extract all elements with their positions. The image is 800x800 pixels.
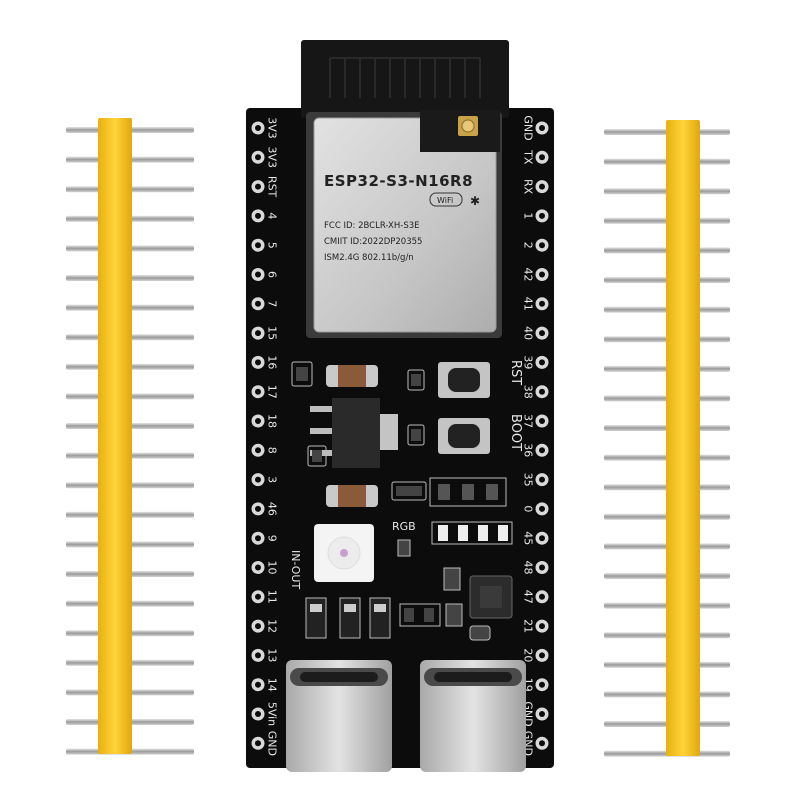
pin-label-right: 35 [522,473,535,487]
wifi-badge: WiFi [437,196,453,205]
pin-label-right: GND [522,115,535,140]
rst-label: RST [508,360,523,385]
pin-label-left: 3V3 [266,117,279,139]
pin-label-right: 1 [522,212,535,219]
pin-label-left: 18 [266,414,279,428]
pin-label-right: 40 [522,326,535,340]
pin-label-right: 0 [522,505,535,512]
pin-label-right: 38 [522,385,535,399]
pin-label-left: 7 [266,300,279,307]
pin-label-right: 47 [522,590,535,604]
pin-label-left: 14 [266,678,279,692]
pin-label-left: 8 [266,447,279,454]
header-plastic-strip [98,118,132,754]
module-shield [313,117,497,333]
pin-label-left: 10 [266,561,279,575]
cmiit-id: CMIIT ID:2022DP20355 [324,237,422,247]
pin-label-left: 16 [266,355,279,369]
fcc-id: FCC ID: 2BCLR-XH-S3E [324,221,420,231]
header-plastic-strip [666,120,700,756]
pin-label-left: 17 [266,385,279,399]
right-pin-header [604,120,730,757]
pin-label-left: RST [266,176,279,198]
pin-label-right: TX [522,149,535,165]
boot-label: BOOT [508,414,523,451]
pin-label-right: 37 [522,414,535,428]
pin-label-left: 3V3 [266,147,279,169]
right-pin-pads [535,121,549,750]
diodes [305,597,391,639]
ufl-connector-ring [461,119,475,133]
left-pin-pads [251,121,265,750]
smd-passives [291,361,513,641]
pcb-board: 3V33V3RST4567151617188346910111213145Vin… [246,40,554,772]
pin-label-left: 6 [266,271,279,278]
left-pin-labels: 3V33V3RST4567151617188346910111213145Vin… [266,117,279,756]
pin-label-left: GND [266,731,279,756]
pin-label-left: 12 [266,619,279,633]
usb-c-port-right[interactable] [420,660,526,772]
pin-label-right: 41 [522,297,535,311]
esp32-module: ESP32-S3-N16R8 WiFi ✱ FCC ID: 2BCLR-XH-S… [306,110,502,338]
module-model: ESP32-S3-N16R8 [324,172,473,190]
pin-label-right: RX [522,179,535,195]
ism-band: ISM2.4G 802.11b/g/n [324,253,414,263]
pin-label-left: 9 [266,535,279,542]
pin-label-right: 48 [522,561,535,575]
pin-label-right: 20 [522,648,535,662]
pin-label-left: 13 [266,648,279,662]
pin-label-left: 5 [266,242,279,249]
rgb-label: RGB [392,520,416,533]
pin-label-right: 2 [522,242,535,249]
pin-label-right: 36 [522,443,535,457]
usb-bridge-chip [469,575,513,619]
pin-label-right: 45 [522,531,535,545]
pin-label-left: 5Vin [266,702,279,726]
usb-c-port-left[interactable] [286,660,392,772]
pin-label-right: 39 [522,355,535,369]
rst-button[interactable] [438,362,490,398]
voltage-regulator [310,398,398,468]
in-out-label: IN-OUT [289,550,302,589]
rgb-led [314,524,374,582]
pin-label-right: 21 [522,619,535,633]
pin-label-left: 15 [266,326,279,340]
capacitor-1 [326,365,378,387]
pin-label-left: 46 [266,502,279,516]
boot-button[interactable] [438,418,490,454]
pin-label-left: 3 [266,476,279,483]
right-pin-labels: GNDTXRX1242414039383736350454847212019GN… [522,115,535,756]
left-pin-header [66,118,194,755]
pin-label-left: 4 [266,212,279,219]
wifi-badge-frame [429,192,463,207]
antenna-trace [329,57,481,98]
bluetooth-icon: ✱ [470,194,480,208]
capacitor-2 [326,485,378,507]
pin-label-right: 42 [522,268,535,282]
pin-label-left: 11 [266,590,279,604]
